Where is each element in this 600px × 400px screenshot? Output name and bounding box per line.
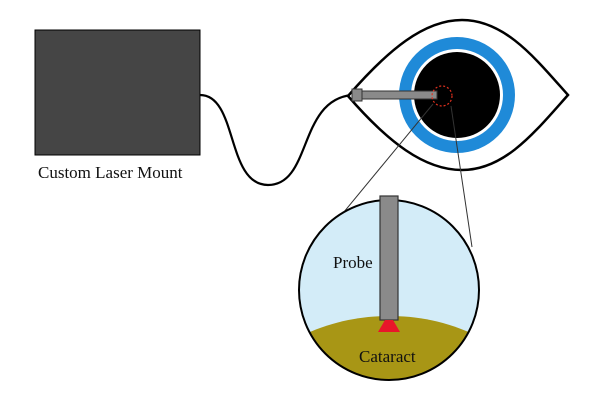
probe-handle xyxy=(351,88,363,102)
probe-label: Probe xyxy=(333,253,373,272)
laser-mount-box xyxy=(34,29,201,156)
laser-cable xyxy=(199,93,353,187)
laser-mount-label: Custom Laser Mount xyxy=(38,163,183,182)
magnified-view: Probe Cataract xyxy=(298,195,480,381)
magnified-probe-shaft xyxy=(379,195,399,321)
magnify-line-right xyxy=(450,105,473,248)
probe-shaft xyxy=(361,90,438,100)
pupil xyxy=(414,52,500,138)
focus-marker xyxy=(431,85,453,107)
cataract-label: Cataract xyxy=(359,347,416,366)
probe-tip xyxy=(378,320,400,332)
